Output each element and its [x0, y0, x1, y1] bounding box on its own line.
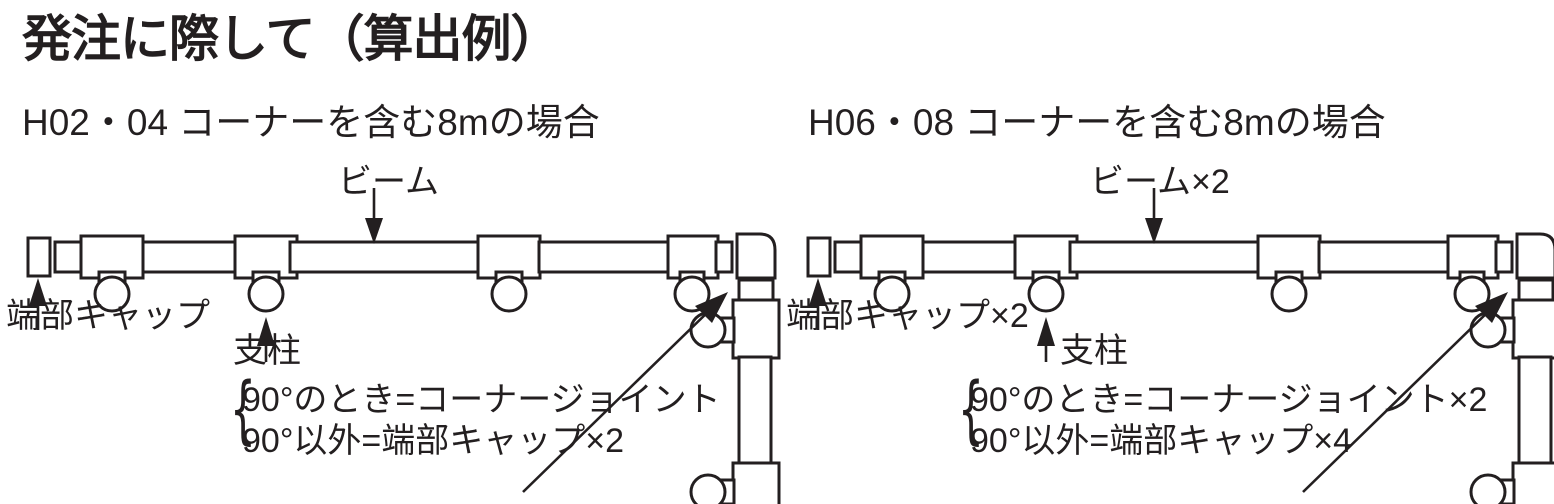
post-knob: [673, 275, 711, 313]
condition-non90deg: 90°以外=端部キャップ×2: [242, 422, 625, 460]
post-knob: [1453, 275, 1491, 313]
beam-segment-vertical: [1517, 355, 1553, 467]
corner-leader-arrowhead: [695, 292, 728, 323]
post-bracket: [859, 234, 925, 280]
example-heading-h02-04: H02・04 コーナーを含む8mの場合: [22, 102, 600, 143]
corner-leader-line: [1302, 307, 1493, 493]
condition-list: 90°のとき=コーナージョイント 90°以外=端部キャップ×2: [242, 380, 721, 462]
vertical-sleeve-top: [737, 278, 775, 302]
corner-joint: [1515, 232, 1554, 280]
rail-drawing-h02-04: [26, 188, 781, 504]
page-title: 発注に際して（算出例）: [22, 11, 560, 67]
label-beam: ビーム×2: [1090, 163, 1230, 201]
post-leader-arrowhead: [1037, 317, 1055, 346]
condition-brace: {: [230, 367, 256, 453]
post-bracket-vertical: [1511, 298, 1554, 360]
beam-segment-vertical: [737, 355, 773, 467]
beam-segment: [537, 240, 676, 274]
post-knob-vertical: [1469, 473, 1507, 504]
beam-leader-arrowhead: [365, 218, 383, 244]
condition-brace: {: [958, 367, 984, 453]
vertical-sleeve-top: [1517, 278, 1554, 302]
beam-segment-labeled: [1068, 240, 1272, 274]
diagram-h06-08: ビーム×2 端部キャップ×2 支柱 { 90°のとき=コーナージョイント×2 9…: [780, 160, 1554, 504]
post-knob: [490, 275, 528, 313]
post-knob-vertical: [689, 473, 727, 504]
connector-sleeve: [833, 240, 863, 274]
label-end-cap: 端部キャップ×2: [786, 297, 1029, 335]
condition-list: 90°のとき=コーナージョイント×2 90°以外=端部キャップ×4: [970, 380, 1487, 462]
label-post: 支柱: [233, 332, 301, 370]
end-cap-leader-arrowhead: [809, 278, 827, 306]
beam-segment-labeled: [288, 240, 492, 274]
post-bracket-vertical: [731, 298, 781, 360]
post-bracket-vertical: [1511, 461, 1554, 504]
corner-leader-arrowhead: [1475, 292, 1508, 323]
condition-non90deg: 90°以外=端部キャップ×4: [970, 422, 1353, 460]
diagram-h02-04: ビーム 端部キャップ 支柱 { 90°のとき=コーナージョイント 90°以外=端…: [0, 160, 781, 504]
beam-leader-arrowhead: [1145, 218, 1163, 244]
post-knob: [1270, 275, 1308, 313]
post-knob: [873, 275, 911, 313]
end-cap-block: [806, 236, 832, 278]
corner-joint: [735, 232, 777, 280]
corner-leader-line: [522, 307, 713, 493]
condition-90deg: 90°のとき=コーナージョイント×2: [970, 381, 1488, 419]
rail-drawing-h06-08: [806, 188, 1554, 504]
label-end-cap: 端部キャップ: [6, 297, 210, 335]
connector-sleeve: [53, 240, 83, 274]
post-knob: [247, 275, 285, 313]
post-knob: [1027, 275, 1065, 313]
beam-segment: [1317, 240, 1456, 274]
beam-stub: [714, 240, 734, 274]
end-cap-leader-arrowhead: [29, 278, 47, 306]
beam-stub: [1494, 240, 1514, 274]
condition-90deg: 90°のとき=コーナージョイント: [242, 381, 721, 419]
label-beam: ビーム: [338, 163, 439, 201]
post-knob: [93, 275, 131, 313]
label-post: 支柱: [1060, 332, 1128, 370]
post-leader-arrowhead: [257, 317, 275, 346]
example-heading-h06-08: H06・08 コーナーを含む8mの場合: [808, 102, 1386, 143]
end-cap-block: [26, 236, 52, 278]
post-bracket-vertical: [731, 461, 781, 504]
